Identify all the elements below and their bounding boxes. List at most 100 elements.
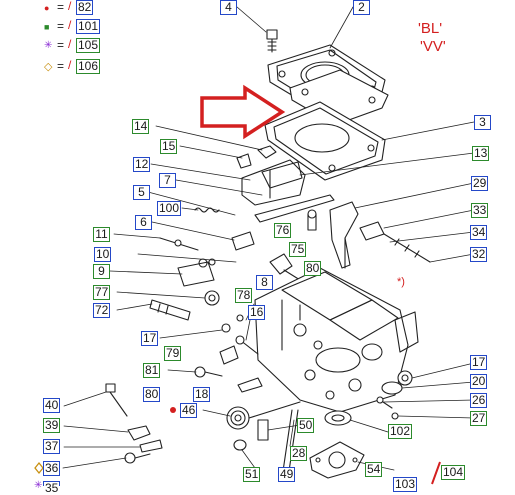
legend-slash-icon: /: [68, 58, 72, 72]
footnote-mark: *): [397, 276, 405, 288]
screw-part-26: [376, 396, 393, 409]
callout-11[interactable]: 11: [93, 227, 110, 242]
callout-81[interactable]: 81: [143, 363, 161, 378]
callout-12[interactable]: 12: [133, 157, 151, 172]
callout-103[interactable]: 103: [393, 477, 418, 492]
legend-slash-icon: /: [68, 18, 72, 32]
callout-72[interactable]: 72: [93, 303, 111, 318]
clip-part-39: [127, 425, 151, 441]
choke-cover-part-12: [241, 159, 306, 206]
screw-part-77: [204, 290, 220, 306]
callout-78[interactable]: 78: [235, 288, 253, 303]
callout-8[interactable]: 8: [256, 275, 273, 290]
callout-3[interactable]: 3: [474, 115, 491, 130]
callout-15[interactable]: 15: [160, 139, 178, 154]
washer-part-78: [236, 314, 244, 322]
callout-49[interactable]: 49: [278, 467, 296, 482]
callout-26[interactable]: 26: [470, 393, 488, 408]
legend-symbol: ✳: [44, 40, 53, 51]
sleeve-part-76: [307, 209, 317, 231]
callout-27[interactable]: 27: [470, 411, 488, 426]
callout-76[interactable]: 76: [274, 223, 292, 238]
callout-4[interactable]: 4: [220, 0, 237, 15]
callout-54[interactable]: 54: [365, 462, 383, 477]
jet-part-6: [231, 231, 255, 251]
legend-slash-icon: /: [68, 37, 72, 51]
gasket-ring-part-102: [324, 410, 352, 426]
bracket-part-9: [177, 258, 216, 287]
callout-36[interactable]: 36: [43, 461, 61, 476]
variant-code-bl: 'BL': [418, 20, 443, 37]
diamond-icon: [34, 461, 44, 475]
callout-17-right[interactable]: 17: [470, 355, 488, 370]
screw-part-18: [237, 377, 263, 393]
variant-code-vv: 'VV': [420, 38, 446, 55]
callout-10[interactable]: 10: [94, 247, 112, 262]
callout-29[interactable]: 29: [471, 176, 489, 191]
callout-20[interactable]: 20: [470, 374, 488, 389]
callout-79[interactable]: 79: [164, 346, 182, 361]
callout-80[interactable]: 80: [304, 261, 322, 276]
callout-7[interactable]: 7: [159, 173, 176, 188]
callout-9[interactable]: 9: [93, 264, 110, 279]
screw-part-4: [266, 29, 278, 53]
spring-part-46: [226, 401, 301, 430]
callout-6[interactable]: 6: [135, 215, 152, 230]
small-fitting-part-14: [236, 145, 277, 169]
legend-ref-box[interactable]: 105: [76, 38, 101, 53]
callout-75[interactable]: 75: [289, 242, 307, 257]
red-dot-icon: [170, 407, 176, 413]
callout-39[interactable]: 39: [43, 418, 61, 433]
legend-symbol: ◇: [44, 61, 53, 73]
callout-102[interactable]: 102: [388, 424, 413, 439]
legend-symbol: ●: [44, 3, 50, 13]
screw-part-16: [235, 335, 259, 355]
callout-80-lower[interactable]: 80: [143, 387, 161, 402]
jet-part-72: [149, 299, 191, 321]
pin-part-11: [159, 237, 199, 251]
legend-ref-box[interactable]: 101: [76, 19, 101, 34]
callout-100[interactable]: 100: [157, 201, 182, 216]
callout-37[interactable]: 37: [43, 439, 61, 454]
callout-50[interactable]: 50: [297, 418, 315, 433]
gasket-part-3: [264, 101, 386, 181]
callout-40[interactable]: 40: [43, 398, 61, 413]
callout-33[interactable]: 33: [471, 203, 489, 218]
red-arrow-icon: [200, 84, 286, 140]
callout-17[interactable]: 17: [141, 331, 159, 346]
linkage-part-8: [269, 253, 301, 281]
callout-104[interactable]: 104: [441, 465, 466, 480]
screw-part-81: [194, 366, 223, 378]
cover-part-54: [309, 441, 365, 479]
star-icon: ✳: [34, 480, 42, 491]
callout-5[interactable]: 5: [133, 185, 150, 200]
legend-ref-box[interactable]: 106: [76, 59, 101, 74]
legend-slash-icon: /: [68, 0, 72, 13]
carburetor-body-main: [254, 267, 419, 413]
callout-14[interactable]: 14: [132, 119, 150, 134]
ring-part-51: [233, 439, 247, 451]
callout-18[interactable]: 18: [193, 387, 211, 402]
nut-part-17b: [221, 323, 231, 333]
gasket-strip-part-5: [254, 194, 335, 223]
legend-ref-box[interactable]: 82: [76, 0, 94, 15]
spring-part-27: [391, 412, 399, 420]
pin-part-50: [257, 419, 269, 441]
legend-symbol: ■: [44, 22, 50, 32]
nut-part-17: [397, 370, 413, 386]
callout-35[interactable]: 35: [43, 481, 61, 495]
callout-2[interactable]: 2: [353, 0, 370, 15]
legend-equals: =: [57, 38, 65, 52]
callout-13[interactable]: 13: [472, 146, 490, 161]
callout-77[interactable]: 77: [93, 285, 111, 300]
screw-part-37: [139, 439, 163, 453]
spring-part-100: [194, 207, 220, 213]
callout-46[interactable]: 46: [180, 403, 198, 418]
callout-32[interactable]: 32: [470, 247, 488, 262]
callout-28[interactable]: 28: [290, 446, 308, 461]
callout-16[interactable]: 16: [248, 305, 266, 320]
callout-34[interactable]: 34: [470, 225, 488, 240]
callout-51[interactable]: 51: [243, 467, 261, 482]
